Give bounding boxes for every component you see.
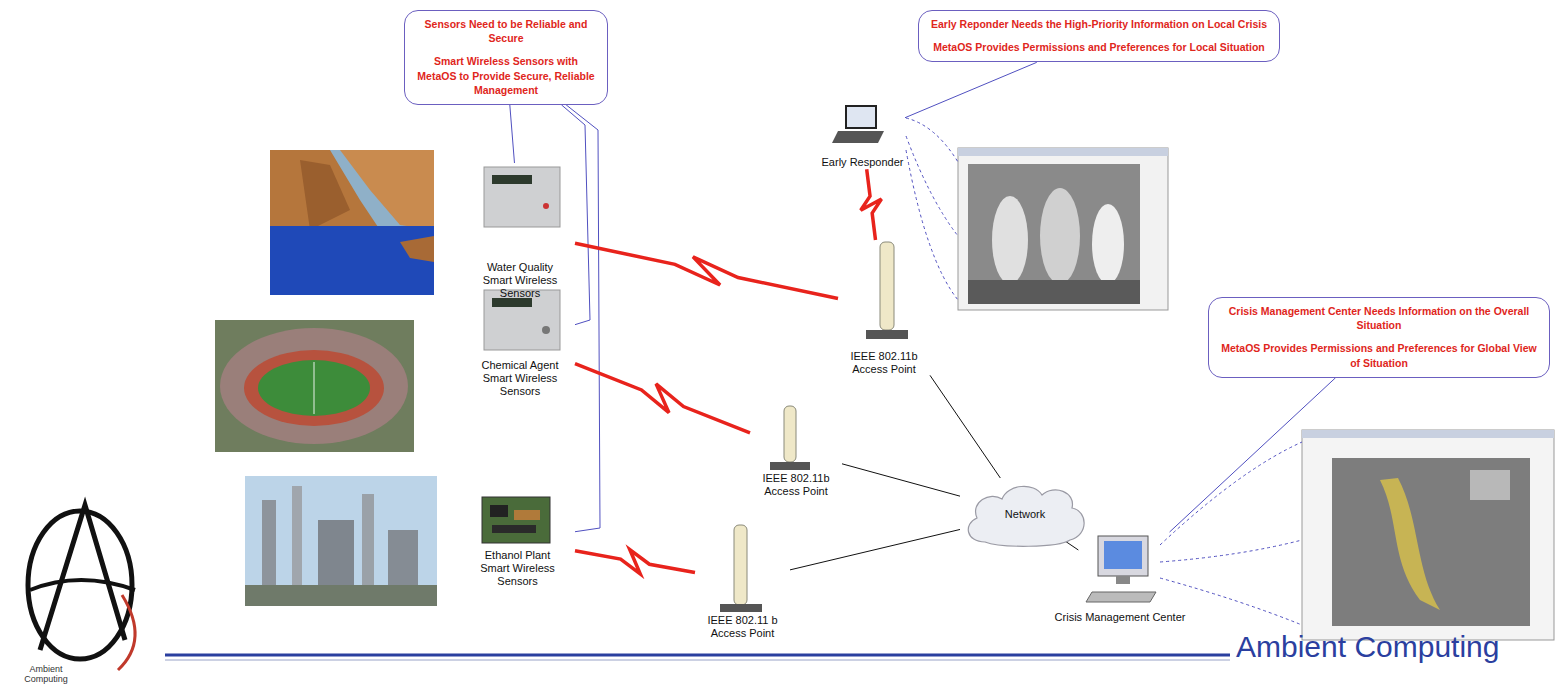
network-link	[790, 529, 960, 569]
sensor-device: Water Quality Smart Wireless Sensors	[465, 163, 575, 301]
node-label: Crisis Management Center	[1035, 611, 1205, 624]
callout-text: Sensors Need to be Reliable and Secure	[415, 17, 597, 45]
laptop-screen	[846, 106, 876, 128]
callout-text: MetaOS Provides Permissions and Preferen…	[929, 40, 1269, 54]
refinery-ground	[245, 585, 437, 606]
screenshot-window	[958, 148, 1168, 310]
logo-text: Ambient Computing	[20, 664, 72, 685]
monitor-screen	[1104, 541, 1142, 569]
view-leader	[1160, 442, 1302, 545]
board-chip	[492, 525, 536, 533]
node-label: Chemical Agent Smart Wireless Sensors	[477, 359, 563, 399]
callout-text: Smart Wireless Sensors with MetaOS to Pr…	[415, 54, 597, 97]
screenshot-window	[1302, 430, 1554, 640]
leader-line	[566, 105, 600, 532]
cliff	[300, 160, 350, 230]
antenna	[784, 406, 796, 462]
responder-photo	[968, 164, 1140, 304]
antenna-base	[720, 604, 762, 612]
callout-box: Early Reponder Needs the High-Priority I…	[918, 10, 1280, 62]
antenna-base	[770, 462, 810, 470]
node-label: Early Responder	[821, 156, 905, 169]
node-label: IEEE 802.11 b Access Point	[703, 614, 783, 640]
sensor-display	[492, 175, 532, 184]
network-cloud: Network	[960, 478, 1090, 550]
photo-ground	[968, 280, 1140, 304]
plume-area	[1380, 478, 1440, 610]
sensor-device	[484, 167, 560, 227]
running-track	[244, 350, 384, 426]
refinery-photo	[245, 476, 437, 606]
leader-line	[510, 105, 515, 163]
logo-letter	[40, 505, 125, 650]
leader-line	[1170, 378, 1336, 532]
antenna	[734, 525, 747, 605]
logo-stroke	[30, 580, 135, 590]
antenna	[880, 242, 894, 330]
callout-text: MetaOS Provides Permissions and Preferen…	[1219, 341, 1539, 369]
node-label: Water Quality Smart Wireless Sensors	[477, 261, 563, 301]
field-line	[314, 362, 315, 414]
view-leader	[1160, 540, 1302, 562]
aerial-map	[1332, 458, 1530, 626]
view-leader	[906, 150, 958, 300]
lake-photo	[270, 150, 434, 295]
network-link	[930, 375, 1000, 478]
node-label: IEEE 802.11b Access Point	[756, 472, 836, 498]
leader-line	[561, 105, 590, 325]
window-titlebar	[958, 148, 1168, 156]
crisis-workstation: Crisis Management Center	[1030, 532, 1210, 624]
callout-text: Crisis Management Center Needs Informati…	[1219, 304, 1539, 332]
callout-text: Early Reponder Needs the High-Priority I…	[929, 17, 1269, 31]
access-point: IEEE 802.11b Access Point	[838, 240, 930, 376]
laptop-base	[832, 131, 884, 143]
board-chip	[490, 505, 508, 517]
leader-line	[905, 62, 1037, 117]
cliff	[340, 150, 434, 230]
access-point: IEEE 802.11 b Access Point	[695, 522, 790, 640]
stadium-crowd	[220, 328, 408, 444]
node-label: IEEE 802.11b Access Point	[844, 350, 924, 376]
football-field	[258, 360, 370, 416]
responder-figure	[1040, 188, 1080, 284]
callout-box: Sensors Need to be Reliable and SecureSm…	[404, 10, 608, 105]
footer-brand: Ambient Computing	[1236, 630, 1499, 665]
cloud-outline	[968, 486, 1084, 546]
wireless-link	[575, 364, 750, 433]
responder-laptop: Early Responder	[820, 102, 905, 169]
keyboard	[1086, 592, 1156, 602]
sensor-knob	[543, 203, 549, 209]
footer-rule	[165, 660, 1230, 661]
circuit-board	[482, 497, 550, 543]
sensor-device: Chemical Agent Smart Wireless Sensors	[465, 285, 575, 399]
wireless-link	[575, 550, 695, 574]
rock	[400, 236, 434, 262]
wireless-link	[575, 243, 838, 298]
responder-figure	[992, 196, 1028, 284]
responder-figure	[1092, 204, 1124, 284]
monitor	[1098, 536, 1148, 576]
antenna-base	[866, 330, 908, 339]
window-titlebar	[1302, 430, 1554, 438]
logo-stroke	[118, 595, 135, 670]
sensor-device: Ethanol Plant Smart Wireless Sensors	[460, 492, 575, 589]
sensor-knob	[542, 326, 550, 334]
wireless-link	[861, 169, 882, 240]
board-chip	[514, 510, 540, 520]
network-link	[842, 464, 960, 496]
map-building	[1470, 470, 1510, 500]
callout-box: Crisis Management Center Needs Informati…	[1208, 297, 1550, 378]
footer-rule	[165, 654, 1230, 657]
node-label: Ethanol Plant Smart Wireless Sensors	[475, 549, 561, 589]
access-point: IEEE 802.11b Access Point	[750, 404, 842, 498]
stadium-photo	[215, 320, 414, 452]
node-label: Network	[1005, 508, 1045, 520]
lake-water	[270, 226, 434, 295]
monitor-stand	[1116, 576, 1130, 584]
